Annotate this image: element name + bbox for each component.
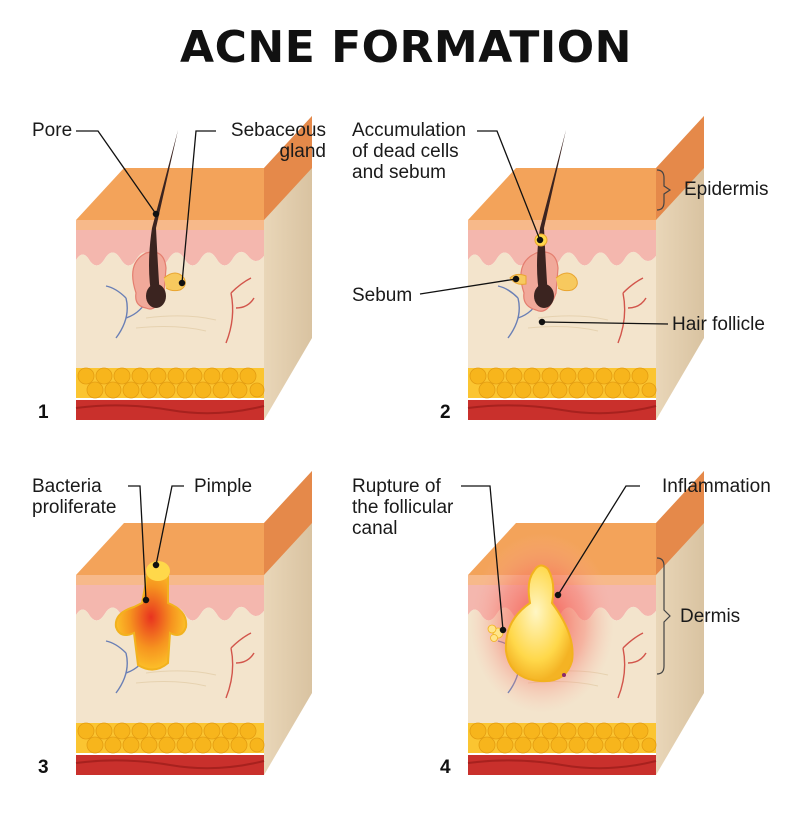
label-dermis: Dermis (680, 606, 741, 627)
label-pimple: Pimple (194, 476, 253, 497)
label-sebaceous-gland: Sebaceous gland (230, 120, 326, 162)
label-bacteria-proliferate: Bacteria proliferate (32, 476, 117, 518)
sebaceous-gland (555, 272, 578, 292)
leader-lines (76, 130, 669, 634)
hair (149, 130, 178, 298)
label-inflammation: Inflammation (662, 476, 771, 497)
label-epidermis: Epidermis (684, 179, 769, 200)
hair (537, 130, 566, 298)
dermis-bracket (656, 557, 671, 675)
panel-number-4: 4 (440, 757, 451, 778)
panel-number-2: 2 (440, 402, 451, 423)
label-pore: Pore (32, 120, 73, 141)
panel-3 (75, 471, 312, 776)
label-rupture: Rupture of the follicular canal (352, 476, 454, 539)
label-sebum: Sebum (352, 285, 413, 306)
label-hair-follicle: Hair follicle (672, 314, 765, 335)
page-title: ACNE FORMATION (180, 22, 632, 73)
sebaceous-gland (163, 272, 186, 292)
panel-2 (467, 116, 704, 421)
label-accumulation: Accumulation of dead cells and sebum (352, 120, 467, 183)
panel-number-1: 1 (38, 402, 49, 423)
panel-4 (467, 471, 704, 776)
epidermis-bracket (656, 169, 672, 211)
panel-number-3: 3 (38, 757, 49, 778)
panel-1 (75, 116, 312, 421)
pimple (114, 564, 188, 671)
